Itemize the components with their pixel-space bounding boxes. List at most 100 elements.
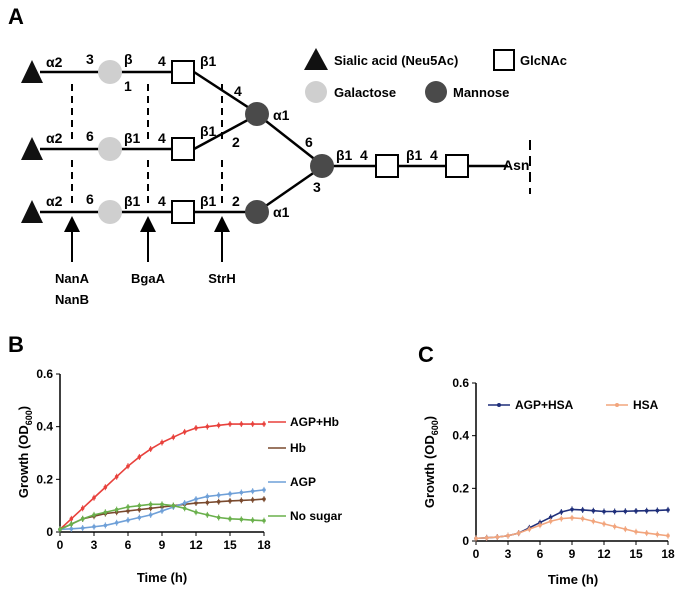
mannose-circle (245, 102, 269, 126)
data-point (548, 515, 553, 520)
legend-marker (615, 403, 619, 407)
data-point (205, 513, 210, 517)
data-point (137, 455, 142, 459)
x-tick-label: 3 (505, 547, 512, 561)
data-point (92, 524, 96, 529)
data-point (205, 494, 210, 499)
data-point (182, 501, 187, 505)
data-point (216, 493, 221, 497)
sialic-legend-icon (304, 48, 328, 70)
data-point (484, 536, 489, 540)
x-tick-label: 6 (125, 538, 132, 552)
legend-label: AGP (290, 475, 316, 489)
galactose-circle (98, 200, 122, 224)
galactose-circle (98, 137, 122, 161)
data-point (495, 535, 500, 539)
legend-label: AGP+Hb (290, 415, 339, 429)
glcnac-square (171, 60, 195, 84)
data-point (148, 513, 153, 517)
linkage-label: 3 (86, 51, 94, 67)
data-point (228, 492, 232, 496)
data-point (634, 509, 638, 513)
x-tick-label: 18 (661, 547, 675, 561)
data-point (527, 527, 532, 531)
linkage-label: 6 (86, 191, 94, 207)
x-axis-label-b: Time (h) (137, 570, 187, 585)
y-tick-label: 0.6 (452, 376, 469, 390)
data-point (580, 516, 585, 521)
x-tick-label: 18 (257, 538, 271, 552)
glcnac-square (375, 154, 399, 178)
linkage-label: 1 (124, 78, 132, 94)
legend-galactose: Galactose (334, 85, 396, 100)
linkage-label: β (124, 51, 133, 67)
data-point (114, 507, 119, 512)
data-point (160, 509, 164, 513)
data-point (58, 527, 62, 532)
legend-glcnac: GlcNAc (520, 53, 567, 68)
data-point (228, 517, 232, 521)
data-point (228, 422, 232, 426)
glcnac-square (171, 200, 195, 224)
data-point (114, 520, 119, 525)
data-point (182, 506, 187, 511)
data-point (80, 506, 85, 511)
data-point (194, 497, 198, 501)
data-point (602, 509, 606, 514)
data-point (644, 531, 649, 535)
x-tick-label: 9 (569, 547, 576, 561)
x-axis-label-c: Time (h) (548, 572, 598, 587)
legend-label: Hb (290, 441, 306, 455)
enzyme-label: StrH (208, 271, 235, 286)
data-point (205, 424, 210, 429)
data-point (239, 517, 244, 522)
y-tick-label: 0.4 (452, 429, 469, 443)
panel-a: A (8, 4, 567, 307)
bond (256, 113, 323, 166)
data-point (239, 490, 244, 495)
panel-letter-b: B (8, 332, 24, 357)
legend-label: No sugar (290, 509, 342, 523)
data-point (666, 508, 670, 512)
data-point (160, 502, 164, 507)
data-point (602, 522, 606, 526)
mannose-legend-icon (425, 81, 447, 103)
linkage-label: 2 (232, 193, 240, 209)
enzyme-label: NanA (55, 271, 90, 286)
data-point (591, 508, 596, 513)
data-point (148, 447, 153, 451)
data-point (559, 516, 564, 521)
data-point (171, 435, 176, 440)
data-point (216, 515, 221, 520)
data-point (216, 423, 221, 428)
legend-marker (497, 403, 501, 407)
panel-letter-a: A (8, 4, 24, 29)
data-point (205, 500, 210, 505)
data-point (506, 533, 510, 538)
x-tick-label: 15 (629, 547, 643, 561)
data-point (548, 519, 553, 524)
legend-label: HSA (633, 398, 659, 412)
data-point (262, 518, 266, 523)
data-point (126, 509, 130, 513)
legend-sialic: Sialic acid (Neu5Ac) (334, 53, 458, 68)
sialic-acid-triangle (21, 60, 43, 83)
data-point (580, 508, 585, 512)
x-tick-label: 0 (473, 547, 480, 561)
series-line (475, 517, 669, 540)
data-point (655, 508, 660, 513)
data-point (137, 503, 142, 508)
data-point (239, 422, 244, 426)
panel-letter-c: C (418, 342, 434, 367)
data-point (194, 501, 198, 505)
linkage-label: α1 (273, 107, 290, 123)
data-point (216, 499, 221, 504)
data-point (103, 510, 108, 515)
linkage-label: β1 (200, 53, 217, 69)
data-point (559, 510, 564, 514)
linkage-label: 4 (234, 83, 242, 99)
linkage-label: α1 (273, 204, 290, 220)
data-point (612, 509, 617, 514)
data-point (262, 488, 266, 492)
